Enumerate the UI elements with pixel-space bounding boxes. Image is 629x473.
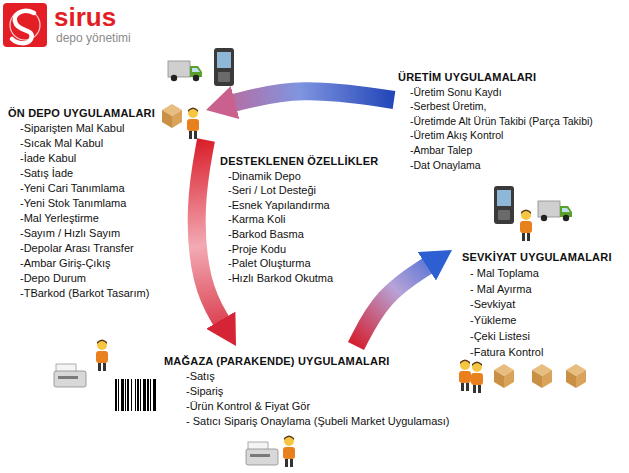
feature-item: -Yeni Stok Tanımlama: [8, 196, 200, 211]
feature-item: -Dinamik Depo: [220, 169, 378, 184]
person-icon: [187, 108, 199, 140]
application-group: ÜRETİM UYGULAMALARI-Üretim Sonu Kaydı-Se…: [394, 66, 599, 176]
person-icon: [96, 340, 108, 372]
flow-arrow: [356, 264, 430, 346]
feature-item: - Mal Ayırma: [462, 282, 612, 298]
handheld-icon: [494, 186, 514, 224]
group-heading: SEVKİYAT UYGULAMALARI: [462, 250, 612, 266]
brand-name: sirus: [54, 2, 116, 33]
feature-item: -Fatura Kontrol: [462, 345, 612, 361]
feature-item: -Mal Yerleştirme: [8, 211, 200, 226]
feature-item: -Ambar Giriş-Çıkış: [8, 256, 200, 271]
feature-item: - Mal Toplama: [462, 266, 612, 282]
feature-item: -Satış İade: [8, 166, 200, 181]
group-heading: MAĞAZA (PARAKENDE) UYGULAMALARI: [164, 354, 449, 369]
box-icon: [162, 104, 182, 128]
application-group: MAĞAZA (PARAKENDE) UYGULAMALARI-Satış-Si…: [160, 346, 455, 433]
logo-mark-part: [10, 10, 40, 40]
feature-item: -Ambar Talep: [398, 143, 593, 158]
group-heading: ÖN DEPO UYGULAMALARI: [8, 106, 200, 121]
feature-item: -Depolar Arası Transfer: [8, 241, 200, 256]
person-icon: [520, 210, 532, 242]
people-icon-part: [459, 360, 471, 392]
box-icon: [566, 364, 586, 388]
feature-item: -Sevkiyat: [462, 297, 612, 313]
feature-item: -Dat Onaylama: [398, 158, 593, 173]
feature-item: -Üretim Sonu Kaydı: [398, 85, 593, 100]
application-group: SEVKİYAT UYGULAMALARI- Mal Toplama- Mal …: [452, 244, 618, 365]
feature-item: -Palet Oluşturma: [220, 256, 378, 271]
feature-item: -Sayım / Hızlı Sayım: [8, 226, 200, 241]
feature-item: -Sıcak Mal Kabul: [8, 136, 200, 151]
truck-icon: [538, 201, 572, 221]
feature-item: -Üretimde Alt Ürün Takibi (Parça Takibi): [398, 114, 593, 129]
feature-item: -Barkod Basma: [220, 227, 378, 242]
feature-item: -Serbest Üretim,: [398, 99, 593, 114]
feature-item: -Proje Kodu: [220, 242, 378, 257]
people-icon-part: [471, 362, 483, 394]
handheld-icon: [214, 48, 234, 86]
feature-item: -Sipariş: [164, 384, 449, 399]
truck-icon: [168, 61, 202, 81]
feature-item: -Depo Durum: [8, 271, 200, 286]
feature-item: -TBarkod (Barkot Tasarım): [8, 286, 200, 301]
feature-item: -Satış: [164, 369, 449, 384]
flow-arrow: [197, 140, 223, 324]
logo-mark: [3, 3, 47, 47]
box-icon: [532, 364, 552, 388]
group-heading: DESTEKLENEN ÖZELLİKLER: [220, 154, 378, 169]
feature-item: -Ürün Kontrol & Fiyat Gör: [164, 399, 449, 414]
printer-icon: [246, 442, 278, 465]
barcode-icon-part: [113, 376, 159, 418]
application-group: DESTEKLENEN ÖZELLİKLER-Dinamik Depo-Seri…: [216, 150, 384, 289]
feature-item: -Yeni Cari Tanımlama: [8, 181, 200, 196]
feature-item: -Üretim Akış Kontrol: [398, 128, 593, 143]
person-icon: [283, 436, 295, 468]
flow-arrow: [231, 91, 394, 103]
feature-item: -Siparişten Mal Kabul: [8, 121, 200, 136]
label-printer-icon: [54, 364, 86, 387]
feature-item: -Esnek Yapılandırma: [220, 198, 378, 213]
logo-mark-part: [3, 3, 47, 47]
feature-item: -Yükleme: [462, 313, 612, 329]
box-icon: [494, 364, 514, 388]
feature-item: -Hızlı Barkod Okutma: [220, 271, 378, 286]
barcode-icon: [113, 376, 159, 418]
group-heading: ÜRETİM UYGULAMALARI: [398, 70, 593, 85]
feature-item: -Çeki Listesi: [462, 329, 612, 345]
feature-item: - Satıcı Sipariş Onaylama (Şubeli Market…: [164, 414, 449, 429]
brand-tagline: depo yönetimi: [56, 31, 131, 45]
people-icon: [459, 360, 483, 394]
barcode-icon-part: [115, 379, 157, 411]
feature-item: -Karma Koli: [220, 212, 378, 227]
feature-item: -Seri / Lot Desteği: [220, 183, 378, 198]
application-group: ÖN DEPO UYGULAMALARI-Siparişten Mal Kabu…: [4, 102, 206, 305]
feature-item: -İade Kabul: [8, 151, 200, 166]
